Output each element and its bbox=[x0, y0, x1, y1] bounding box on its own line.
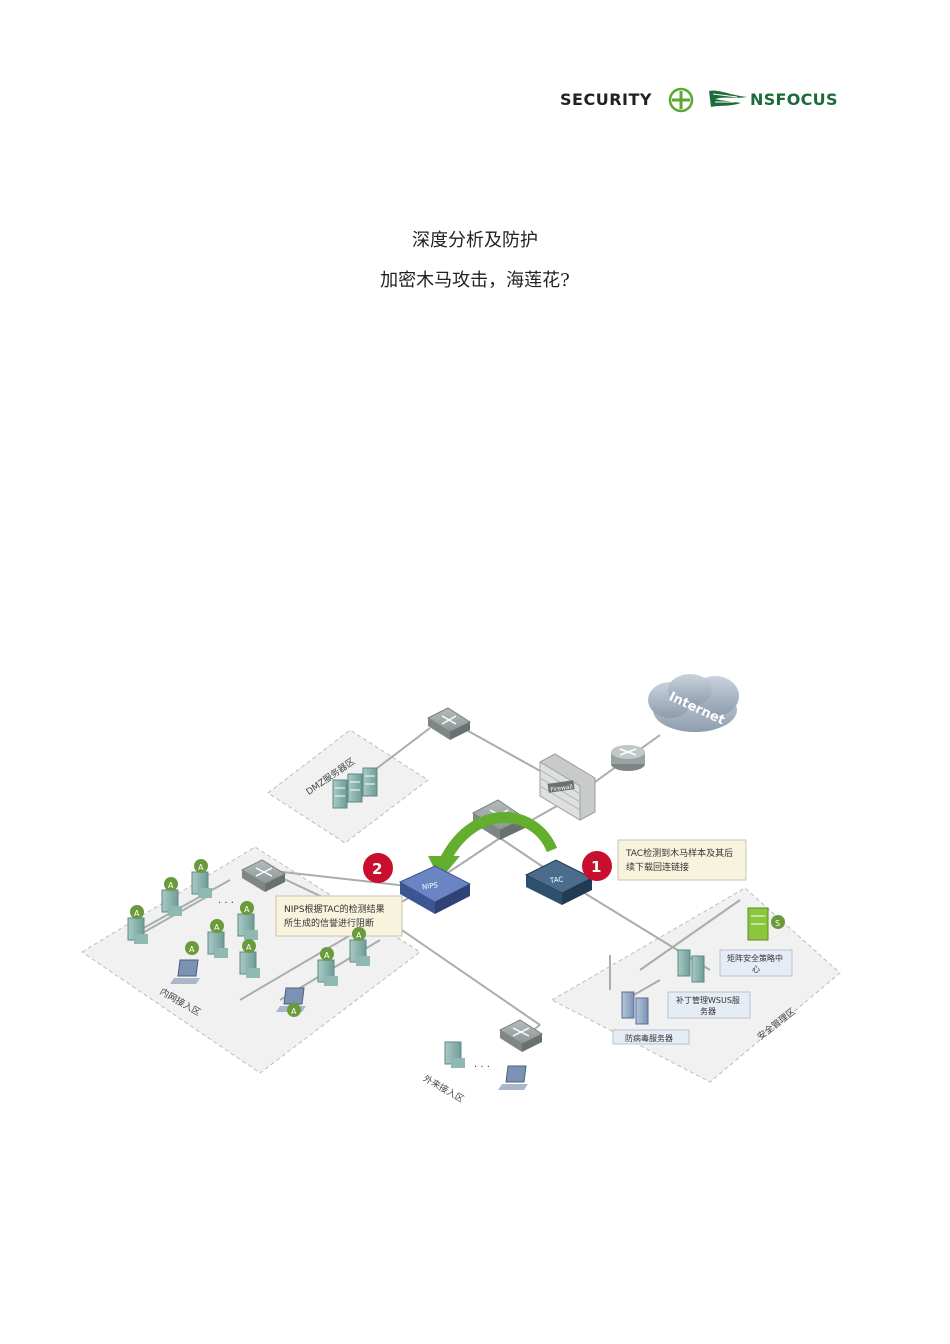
svg-text:矩阵安全策略中: 矩阵安全策略中 bbox=[727, 953, 783, 963]
svg-text:防病毒服务器: 防病毒服务器 bbox=[625, 1033, 673, 1043]
dmz-servers-icon bbox=[332, 767, 378, 809]
workstation bbox=[127, 917, 148, 944]
agent-icon: A bbox=[287, 1003, 301, 1017]
svg-text:A: A bbox=[189, 945, 195, 954]
workstation bbox=[444, 1041, 465, 1068]
agent-icon: A bbox=[185, 941, 199, 955]
svg-text:补丁管理WSUS服: 补丁管理WSUS服 bbox=[676, 995, 740, 1005]
firewall-label: Firewall bbox=[550, 783, 574, 793]
tac-appliance-icon: TAC bbox=[524, 859, 594, 905]
nips-label: NIPS bbox=[422, 881, 439, 891]
heading-encrypted-trojan: 加密木马攻击，海莲花? bbox=[380, 270, 570, 291]
svg-text:S: S bbox=[775, 919, 780, 928]
policy-badge-icon: S bbox=[771, 915, 785, 929]
svg-text:2: 2 bbox=[372, 860, 382, 878]
security-plus-logo-text: SECURITY bbox=[560, 90, 652, 109]
svg-text:A: A bbox=[198, 863, 204, 872]
laptop bbox=[170, 959, 200, 984]
label-antivirus: 防病毒服务器 bbox=[612, 1029, 690, 1045]
heading-deep-analysis: 深度分析及防护 bbox=[412, 230, 538, 251]
green-curved-arrow bbox=[428, 812, 558, 880]
step-2-badge: 2 bbox=[363, 853, 393, 883]
internet-cloud: Internet bbox=[648, 674, 739, 732]
agent-icon: A bbox=[320, 947, 334, 961]
nips-appliance-icon: NIPS bbox=[398, 865, 472, 914]
policy-center-server-icon bbox=[747, 907, 769, 941]
label-policy-center: 矩阵安全策略中 心 bbox=[719, 949, 793, 977]
workstation bbox=[239, 951, 260, 978]
antivirus-server-icon bbox=[621, 991, 649, 1025]
callout-nips: NIPS根据TAC的检测结果 所生成的信誉进行阻断 bbox=[275, 895, 403, 937]
agent-icon: A bbox=[240, 901, 254, 915]
svg-text:所生成的信誉进行阻断: 所生成的信誉进行阻断 bbox=[284, 917, 374, 929]
svg-text:A: A bbox=[246, 943, 252, 952]
nsfocus-logo-text: NSFOCUS bbox=[750, 90, 838, 109]
svg-text:心: 心 bbox=[752, 965, 760, 974]
svg-text:A: A bbox=[291, 1007, 297, 1016]
agent-icon: A bbox=[130, 905, 144, 919]
svg-text:续下载回连链接: 续下载回连链接 bbox=[626, 861, 689, 873]
svg-text:TAC检测到木马样本及其后: TAC检测到木马样本及其后 bbox=[625, 847, 733, 859]
callout-tac: TAC检测到木马样本及其后 续下载回连链接 bbox=[617, 839, 747, 881]
agent-icon: A bbox=[210, 919, 224, 933]
svg-text:A: A bbox=[134, 909, 140, 918]
switch-external-icon bbox=[498, 1019, 544, 1052]
zone-security bbox=[550, 887, 841, 1083]
network-topology-diagram: Internet Firewall bbox=[81, 674, 841, 1105]
switch-top-icon bbox=[426, 707, 472, 740]
agent-icon: A bbox=[164, 877, 178, 891]
svg-text:A: A bbox=[324, 951, 330, 960]
workstation bbox=[349, 939, 370, 966]
label-wsus: 补丁管理WSUS服 务器 bbox=[667, 991, 751, 1019]
workstation bbox=[207, 931, 228, 958]
svg-text:A: A bbox=[168, 881, 174, 890]
svg-text:A: A bbox=[244, 905, 250, 914]
intranet-workstations bbox=[127, 871, 370, 1012]
tac-label: TAC bbox=[549, 875, 564, 884]
laptop bbox=[498, 1065, 528, 1090]
svg-text:A: A bbox=[214, 923, 220, 932]
wsus-server-icon bbox=[677, 949, 705, 983]
agent-icon: A bbox=[242, 939, 256, 953]
external-ellipsis: · · · bbox=[474, 1062, 490, 1073]
svg-text:1: 1 bbox=[591, 858, 601, 876]
external-devices bbox=[444, 1041, 528, 1090]
firewall-icon: Firewall bbox=[539, 753, 596, 821]
intranet-ellipsis: · · · bbox=[218, 898, 234, 909]
switch-intranet-icon bbox=[240, 859, 287, 892]
router-icon bbox=[611, 745, 645, 771]
agent-icon: A bbox=[194, 859, 208, 873]
agent-icon: A bbox=[352, 927, 366, 941]
step-1-badge: 1 bbox=[582, 851, 612, 881]
plus-logo-icon bbox=[668, 87, 694, 113]
svg-text:务器: 务器 bbox=[700, 1006, 716, 1016]
zone-external-label: 外来接入区 bbox=[421, 1072, 466, 1105]
svg-text:A: A bbox=[356, 931, 362, 940]
nsfocus-bird-logo-icon bbox=[709, 90, 747, 107]
svg-text:NIPS根据TAC的检测结果: NIPS根据TAC的检测结果 bbox=[284, 903, 385, 915]
agent-badges: A A A A A A A A A A bbox=[130, 859, 366, 1017]
